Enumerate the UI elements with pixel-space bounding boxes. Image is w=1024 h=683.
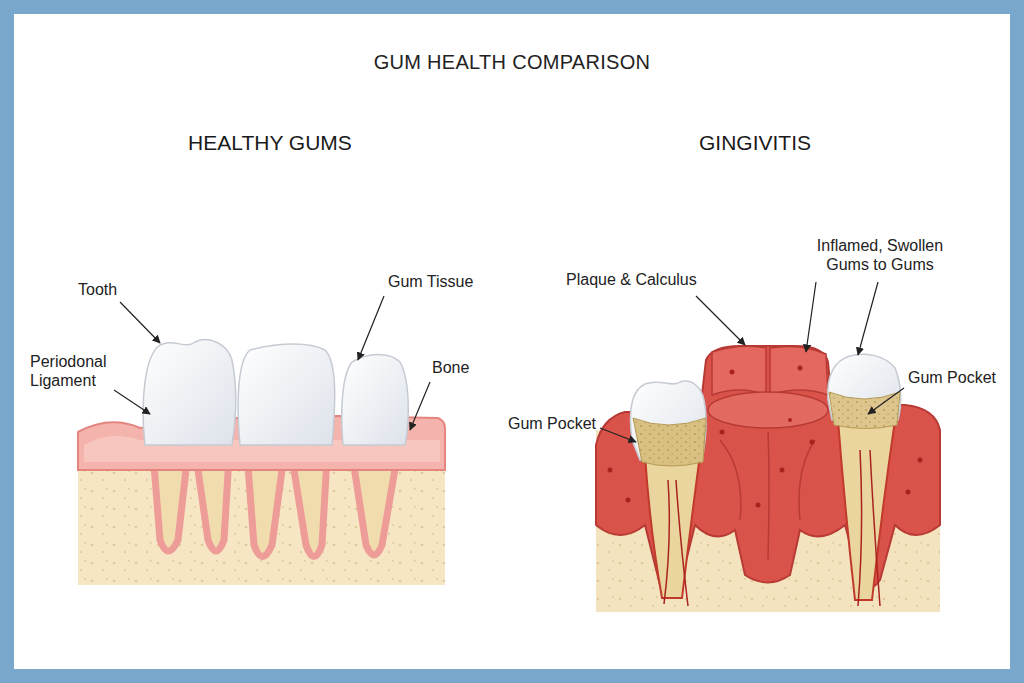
- plaque-calculus: [633, 418, 706, 466]
- inflammation-dot: [906, 490, 911, 495]
- part-label: Gum Pocket: [508, 414, 596, 433]
- leader-line: [696, 296, 745, 345]
- gingivitis-root: [645, 455, 700, 598]
- leader-line: [114, 390, 150, 414]
- plaque-calculus: [829, 392, 900, 429]
- inflammation-dot: [608, 366, 923, 508]
- healthy-crown: [143, 340, 408, 445]
- leader-line: [600, 428, 636, 442]
- page-frame: [7, 7, 1017, 676]
- inflammation-dot: [626, 498, 631, 503]
- healthy-crown: [238, 344, 335, 445]
- inflamed-gum: [720, 432, 815, 560]
- plaque-calculus: [633, 418, 706, 466]
- part-label: Inflamed, Swollen Gums to Gums: [805, 236, 955, 274]
- leader-line: [358, 296, 384, 360]
- healthy-crown: [143, 340, 236, 445]
- inflammation-dot: [756, 503, 761, 508]
- gingivitis-root: [664, 450, 880, 606]
- inflammation-dot: [608, 468, 613, 473]
- inflammation-dot: [798, 366, 803, 371]
- part-label: Bone: [432, 358, 469, 377]
- inflamed-gum: [712, 346, 766, 395]
- inflammation-dot: [810, 440, 815, 445]
- inflammation-dot: [720, 430, 725, 435]
- gingivitis-root: [838, 420, 895, 600]
- inflammation-dot: [730, 370, 735, 375]
- plaque-calculus: [633, 392, 900, 466]
- part-label: Periodonal Ligament: [30, 352, 130, 390]
- section-heading: GINGIVITIS: [699, 130, 811, 155]
- diagram-title: GUM HEALTH COMPARISON: [374, 50, 651, 74]
- part-label: Gum Tissue: [388, 272, 473, 291]
- leader-line: [410, 382, 430, 430]
- leader-line: [858, 282, 878, 355]
- inflamed-gum: [708, 392, 828, 428]
- healthy-crown: [342, 355, 409, 446]
- part-label: Gum Pocket: [908, 368, 996, 387]
- plaque-calculus: [829, 392, 900, 429]
- leader-line: [806, 282, 816, 352]
- part-label: Tooth: [78, 280, 117, 299]
- part-label: Plaque & Calculus: [566, 270, 697, 289]
- inflammation-dot: [780, 468, 785, 473]
- section-heading: HEALTHY GUMS: [188, 130, 352, 155]
- inflammation-dot: [918, 458, 923, 463]
- page-frame: [7, 7, 1017, 676]
- leader-line: [868, 388, 904, 414]
- inflammation-dot: [788, 418, 792, 422]
- inflamed-gum: [770, 346, 828, 395]
- leader-line: [120, 302, 160, 343]
- leader-line: [114, 282, 904, 442]
